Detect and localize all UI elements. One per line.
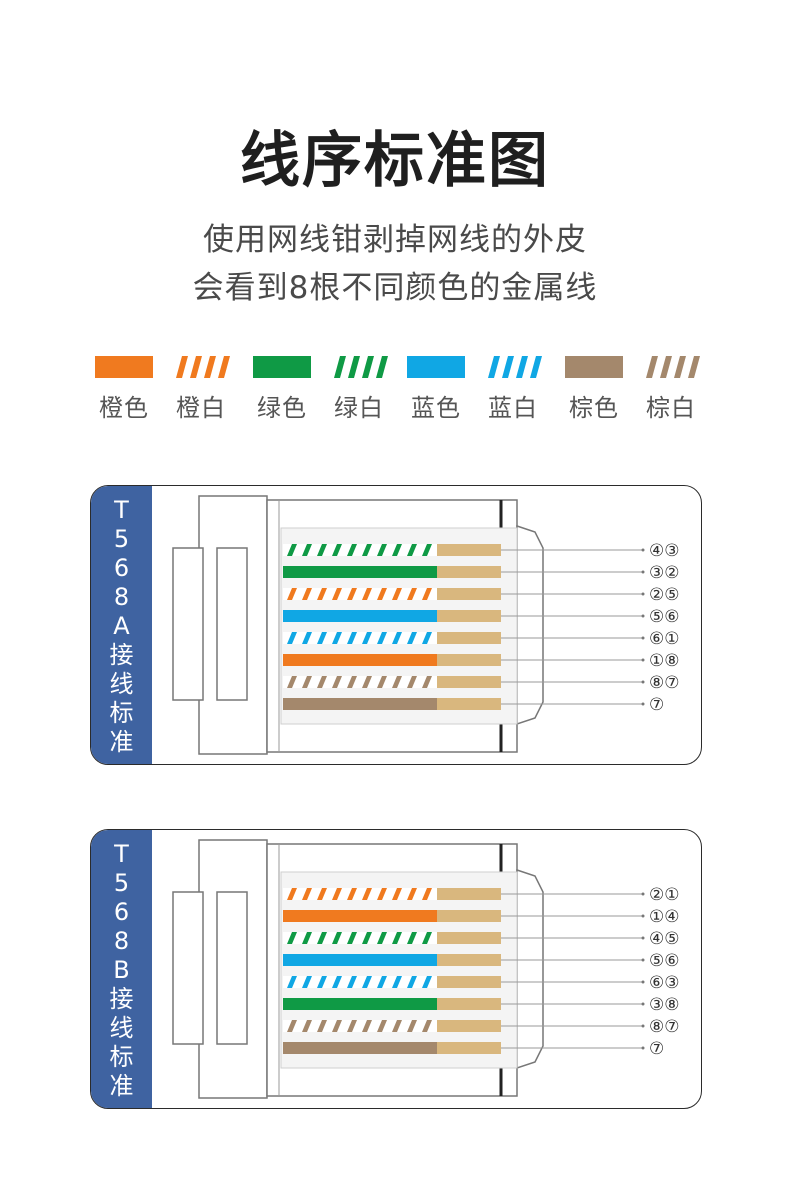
pin-label: ⑦ [649,1039,664,1059]
legend-label: 棕白 [646,394,696,422]
pin-label: ⑤⑥ [649,607,679,627]
legend-swatch [95,356,153,378]
wire-3: ②⑤ [283,585,679,605]
wire-4: ⑤⑥ [283,607,679,627]
side-label-char: 标 [109,699,134,727]
legend-swatch [484,356,542,378]
side-label-char: 8 [113,583,130,611]
side-label-char: A [113,612,130,640]
wire-7: ⑧⑦ [283,673,679,693]
wire-8: ⑦ [283,695,664,715]
legend-label: 绿色 [257,394,307,422]
pin-label: ④⑤ [649,929,679,949]
pin-label: ⑧⑦ [649,1017,679,1037]
pin-label: ②① [649,885,679,905]
legend-swatch [565,356,623,378]
wire-6: ③⑧ [283,995,679,1015]
side-label-char: 准 [109,1072,134,1100]
legend-item: 橙色 [89,356,159,423]
legend-item: 橙白 [166,356,236,423]
side-label-char: 标 [109,1043,134,1071]
legend-item: 棕色 [559,356,629,423]
side-label-char: T [114,840,129,868]
wire-1: ④③ [283,541,679,561]
pin-label: ③② [649,563,679,583]
side-label-char: B [113,956,130,984]
wire-5: ⑥① [283,629,679,649]
legend-item: 绿白 [324,356,394,423]
wire-3: ④⑤ [283,929,679,949]
pin-label: ②⑤ [649,585,679,605]
page-title: 线序标准图 [240,126,550,196]
legend-item: 棕白 [636,356,706,423]
legend-swatch [407,356,465,378]
pin-label: ⑥③ [649,973,679,993]
legend-swatch [642,356,700,378]
wire-8: ⑦ [283,1039,664,1059]
wire-2: ③② [283,563,679,583]
legend-label: 橙色 [99,394,149,422]
pin-label: ⑤⑥ [649,951,679,971]
wire-1: ②① [283,885,679,905]
wire-2: ①④ [283,907,679,927]
pin-label: ③⑧ [649,995,679,1015]
legend-item: 蓝色 [401,356,471,423]
wire-4: ⑤⑥ [283,951,679,971]
legend-swatch [330,356,388,378]
legend-label: 蓝白 [488,394,538,422]
legend-swatch [253,356,311,378]
legend-label: 橙白 [176,394,226,422]
legend-label: 棕色 [569,394,619,422]
side-label-char: 6 [113,554,130,582]
side-label-char: 线 [109,670,134,698]
side-label-char: 准 [109,728,134,756]
side-label-char: T [114,496,129,524]
pin-label: ⑥① [649,629,679,649]
pin-label: ⑦ [649,695,664,715]
side-label-char: 6 [113,898,130,926]
legend-swatch [172,356,230,378]
legend-label: 蓝色 [411,394,461,422]
wire-5: ⑥③ [283,973,679,993]
pin-label: ①⑧ [649,651,679,671]
side-label-char: 5 [113,869,130,897]
side-label-char: 接 [109,641,134,669]
side-label-char: 8 [113,927,130,955]
side-label-char: 接 [109,985,134,1013]
subtitle-line-1: 使用网线钳剥掉网线的外皮 [203,222,587,258]
wire-7: ⑧⑦ [283,1017,679,1037]
subtitle-line-2: 会看到8根不同颜色的金属线 [192,270,598,306]
legend-item: 绿色 [247,356,317,423]
legend-item: 蓝白 [478,356,548,423]
side-label-char: 线 [109,1014,134,1042]
pin-label: ⑧⑦ [649,673,679,693]
pin-label: ④③ [649,541,679,561]
pin-label: ①④ [649,907,679,927]
side-label-char: 5 [113,525,130,553]
wire-6: ①⑧ [283,651,679,671]
legend-label: 绿白 [334,394,384,422]
